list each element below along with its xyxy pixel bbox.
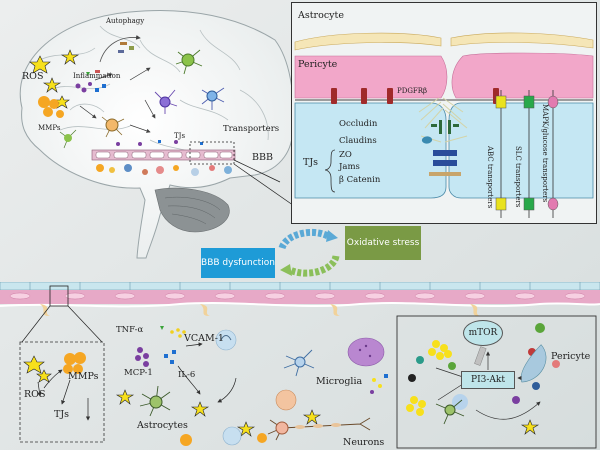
tj-protein-beta-catenin: β Catenin — [339, 175, 381, 185]
autophagy-cluster — [99, 35, 141, 63]
neurons-label: Neurons — [343, 437, 385, 448]
transporters-label: Transporters — [223, 124, 280, 134]
inset-astrocyte-label: Astrocyte — [298, 10, 344, 21]
tj-protein-occludin: Occludin — [339, 119, 378, 129]
tjs-label: TJs — [174, 132, 186, 140]
tj-complex-icon — [418, 97, 468, 176]
pdgfr-label: PDGFRβ — [397, 87, 428, 95]
tj-protein-jams: Jams — [339, 162, 360, 172]
slc-transporters-label: SLC transporters — [514, 146, 522, 208]
mmps-label: MMPs — [38, 124, 61, 132]
cycle-arrow-icon — [278, 229, 340, 277]
abc-transporters-label: ABC transporters — [486, 146, 494, 209]
il6-label: IL-6 — [178, 370, 196, 380]
astrocyte-cell — [139, 385, 171, 417]
bbb-dysfunction-box: BBB dysfunction — [201, 248, 275, 278]
brain-bbb-vessel — [91, 140, 301, 211]
oxidative-stress-box: Oxidative stress — [345, 226, 421, 260]
ros-stars-brain — [29, 49, 80, 109]
bottom-panels — [19, 285, 597, 449]
vcam-label: VCAM-1 — [184, 333, 224, 344]
inset-pericyte-label: Pericyte — [298, 59, 338, 70]
tj-protein-zo: ZO — [339, 150, 352, 160]
autophagy-label: Autophagy — [106, 17, 145, 25]
cytokine-markers — [135, 326, 237, 367]
ros-label: ROS — [22, 71, 44, 82]
mcp-label: MCP-1 — [124, 368, 153, 378]
pi3k-box: PI3-Akt — [461, 371, 515, 389]
bl-mmps-label: MMPs — [68, 371, 99, 382]
vessel-band — [0, 282, 600, 316]
bbb-label: BBB — [252, 152, 273, 163]
microglia-label: Microglia — [316, 376, 363, 387]
brain-cells — [59, 49, 225, 149]
brain-arrows — [79, 67, 156, 133]
mmps-blobs-brain — [38, 96, 64, 118]
bl-tjs-label: TJs — [54, 409, 70, 420]
tnf-label: TNF-α — [116, 325, 144, 335]
mtor-box: mTOR — [463, 320, 503, 346]
astrocytes-label: Astrocytes — [137, 420, 188, 431]
bbb-inset — [291, 2, 597, 224]
br-pericyte-label: Pericyte — [551, 351, 591, 362]
microglia-cell — [283, 349, 315, 377]
bl-ros-label: ROS — [24, 389, 46, 400]
tj-protein-claudins: Claudins — [339, 136, 377, 146]
inset-tjs-label: TJs — [303, 157, 319, 168]
inflammation-markers — [75, 70, 106, 93]
inflammation-label: Inflammation — [73, 72, 121, 80]
mapk-glucose-transporters-label: MAPK/glucose transporters — [541, 104, 549, 203]
